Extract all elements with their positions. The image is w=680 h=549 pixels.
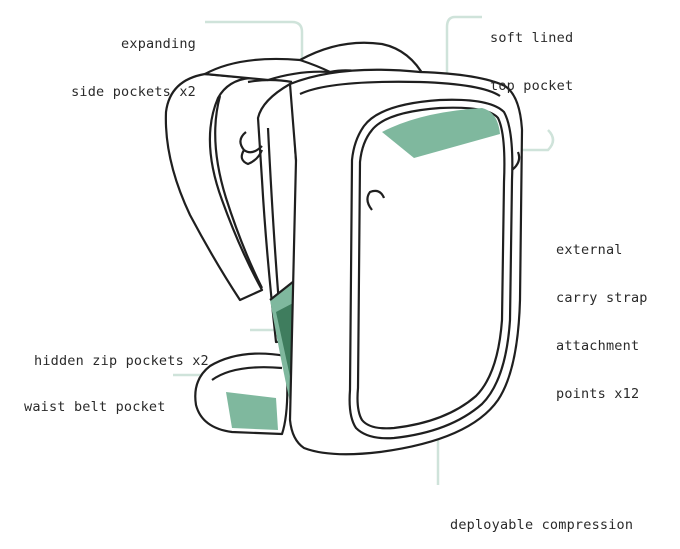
callout-compression: deployable compression [450,485,633,549]
callout-top-pocket: soft lined top pocket [490,0,573,110]
callout-waist-pocket: waist belt pocket [24,367,166,431]
callout-zip-pockets-line-1: hidden zip pockets x2 [34,353,209,369]
leader-top-pocket [445,15,482,96]
callout-compression-line-1: deployable compression [450,517,634,533]
callout-top-pocket-line-1: soft lined [490,30,574,46]
zipper-pull [239,131,264,166]
callout-zip-pockets: hidden zip pockets x2 [34,321,209,385]
waist-belt-pocket [226,392,278,430]
callout-waist-pocket-line-1: waist belt pocket [24,399,166,415]
leader-side-pockets [205,20,304,70]
attachment-loop-left [366,189,386,211]
callout-carry-strap-line-2: carry strap [556,290,648,306]
callout-carry-strap-line-1: external [556,242,623,258]
callout-side-pockets-line-1: expanding [121,36,196,52]
callout-side-pockets: expanding side pockets x2 [71,4,196,116]
callout-carry-strap-line-3: attachment [556,338,640,354]
backpack-diagram [164,15,555,485]
shoulder-strap [164,72,264,302]
callout-side-pockets-line-2: side pockets x2 [71,84,196,100]
main-body [288,68,524,456]
callout-carry-strap-line-4: points x12 [556,386,640,402]
callout-carry-strap: external carry strap attachment points x… [556,210,648,418]
waist-belt [194,352,289,436]
attachment-loop-right [511,151,521,171]
top-pocket [382,108,500,158]
callout-top-pocket-line-2: top pocket [490,78,574,94]
